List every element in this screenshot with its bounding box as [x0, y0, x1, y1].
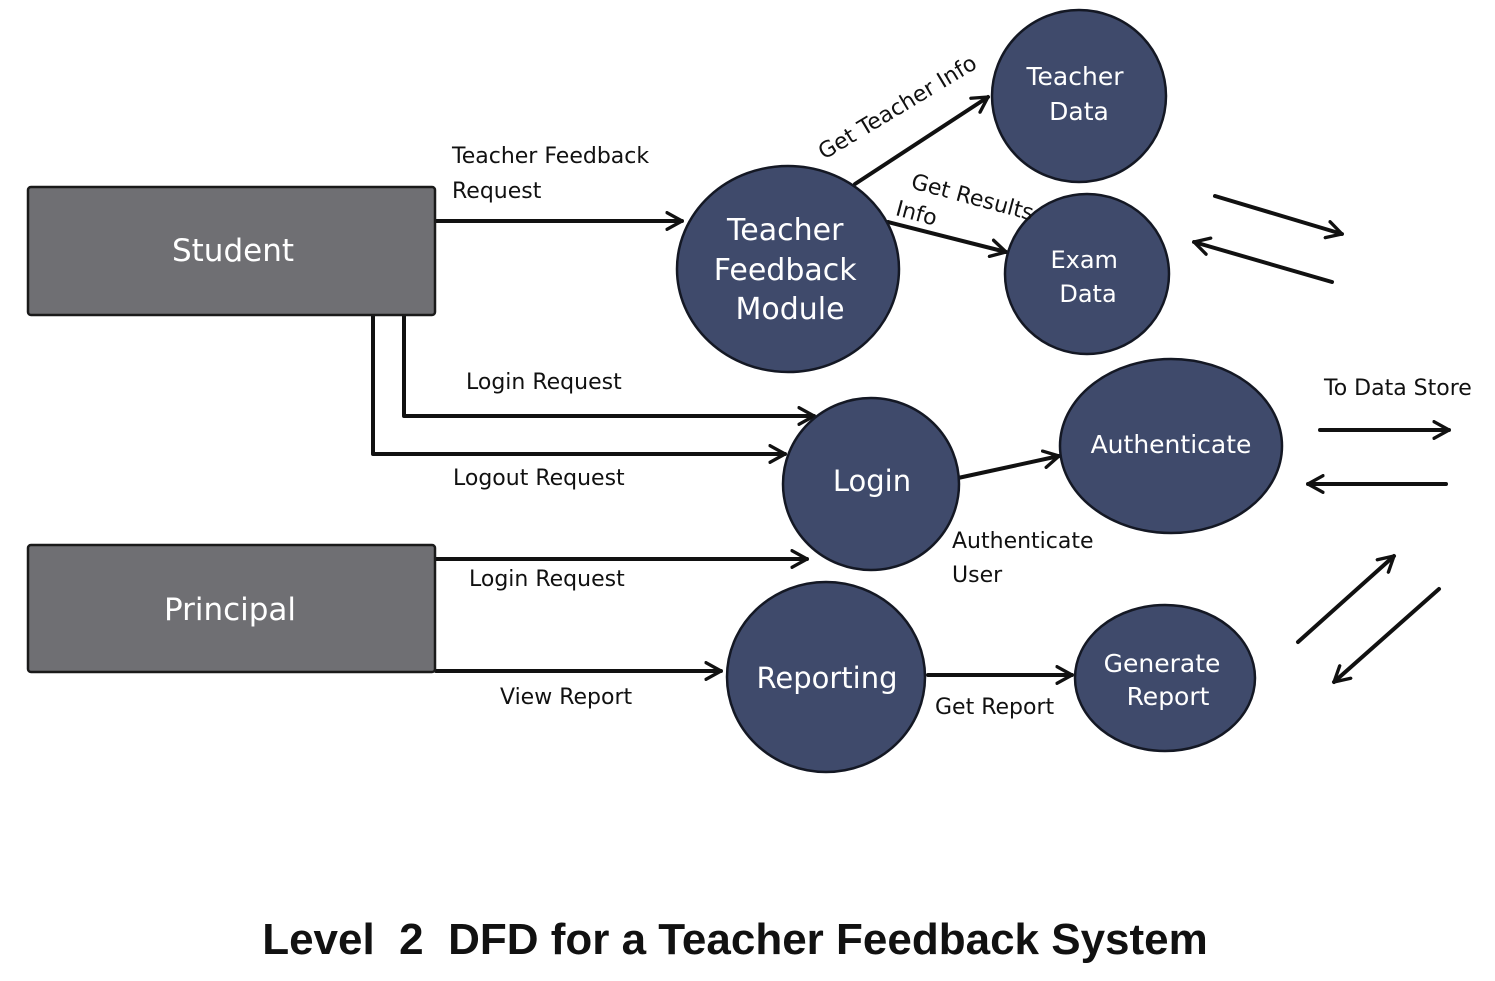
flow-authenticate-user [956, 449, 1061, 480]
process-teacher-feedback-module[interactable]: Teacher Feedback Module [675, 164, 901, 374]
process-authenticate[interactable]: Authenticate [1058, 357, 1284, 535]
process-teacher-feedback-module-label: Teacher Feedback Module [714, 213, 866, 327]
store-arrow-out-upper [1213, 194, 1344, 240]
process-teacher-data[interactable]: Teacher Data [990, 8, 1168, 184]
flow-logout-request [371, 314, 787, 464]
label-teacher-feedback-request: Teacher Feedback Request [451, 144, 656, 204]
label-authenticate-user: Authenticate User [952, 529, 1101, 588]
flow-get-teacher-info [853, 95, 990, 186]
store-arrow-in-upper [1192, 236, 1334, 284]
label-student-login-request: Login Request [466, 370, 622, 395]
process-login[interactable]: Login [781, 396, 961, 572]
diagram-title: Level 2 DFD for a Teacher Feedback Syste… [262, 915, 1208, 964]
process-login-label: Login [833, 464, 911, 498]
label-get-report: Get Report [935, 695, 1055, 720]
label-to-data-store: To Data Store [1323, 376, 1472, 401]
flow-student-login-request [402, 314, 816, 426]
store-arrow-out-lower [1296, 554, 1396, 644]
process-exam-data[interactable]: Exam Data [1003, 192, 1171, 356]
process-reporting-label: Reporting [757, 661, 898, 695]
label-principal-login-request: Login Request [469, 567, 625, 592]
entity-student-label: Student [172, 233, 294, 269]
label-logout-request: Logout Request [453, 466, 625, 491]
entity-principal[interactable]: Principal [26, 543, 437, 674]
flows [371, 95, 1451, 685]
process-generate-report[interactable]: Generate Report [1073, 603, 1257, 753]
entity-student[interactable]: Student [26, 185, 437, 317]
label-view-report: View Report [500, 685, 633, 710]
process-generate-report-label: Generate Report [1104, 649, 1229, 711]
entity-principal-label: Principal [164, 592, 296, 628]
flow-get-results-info [886, 220, 1008, 259]
store-arrow-in-lower [1332, 587, 1441, 684]
process-teacher-data-label: Teacher Data [1026, 62, 1132, 126]
process-reporting[interactable]: Reporting [725, 580, 927, 774]
process-authenticate-label: Authenticate [1091, 430, 1252, 459]
process-exam-data-label: Exam Data [1050, 246, 1125, 308]
label-get-teacher-info: Get Teacher Info [814, 51, 981, 165]
